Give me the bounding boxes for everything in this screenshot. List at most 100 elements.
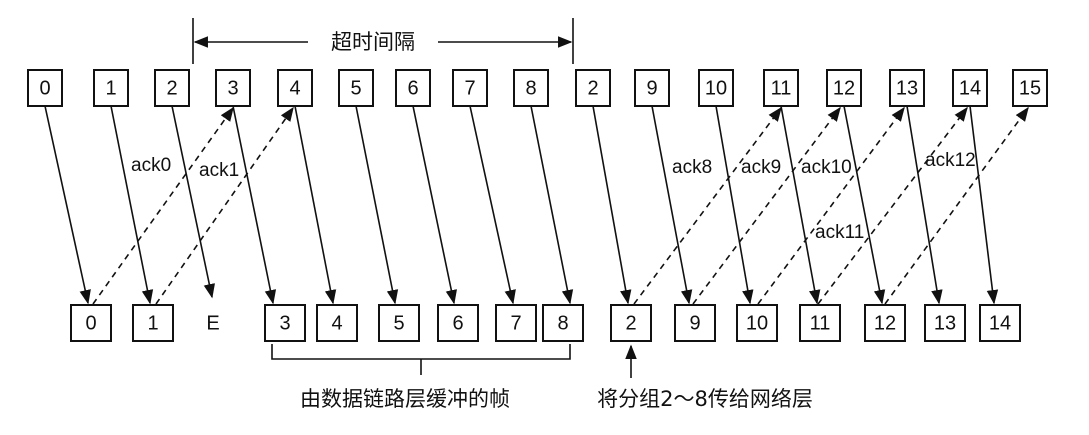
data-frame-arrow xyxy=(469,105,516,305)
sender-frame: 6 xyxy=(395,69,431,107)
receiver-frame: 14 xyxy=(979,304,1021,342)
ack-arrow xyxy=(817,106,968,305)
receiver-frame-label: 9 xyxy=(689,312,700,334)
frame-box xyxy=(864,304,906,342)
receiver-frame-label: 6 xyxy=(452,312,463,334)
receiver-frame: 12 xyxy=(864,304,906,342)
frame-box xyxy=(979,304,1021,342)
receiver-frame: 9 xyxy=(674,304,716,342)
sender-frame: 1 xyxy=(93,69,129,107)
sender-frame-label: 2 xyxy=(166,77,177,99)
data-frame-arrow xyxy=(906,105,943,305)
data-frame-arrow xyxy=(44,105,91,305)
receiver-frame: 11 xyxy=(799,304,841,342)
receiver-frame: 0 xyxy=(70,304,112,342)
sender-frame-label: 11 xyxy=(771,77,792,99)
sender-frame: 10 xyxy=(698,69,734,107)
ack-label: ack10 xyxy=(801,157,852,178)
sender-frame: 7 xyxy=(452,69,488,107)
data-frame-arrow xyxy=(969,105,999,305)
sender-frame-label: 8 xyxy=(525,77,536,99)
sender-frame-label: 9 xyxy=(646,77,657,99)
sender-frame: 5 xyxy=(338,69,374,107)
ack-arrow xyxy=(155,106,294,305)
frame-box xyxy=(495,304,537,342)
sender-frame-label: 10 xyxy=(705,77,727,99)
receiver-frame: 8 xyxy=(542,304,584,342)
receiver-frame: E xyxy=(206,312,219,334)
sender-frame: 2 xyxy=(575,69,611,107)
frame-box xyxy=(826,69,862,107)
data-frame-arrow xyxy=(530,105,574,305)
deliver-to-network-layer: 将分组2～8传给网络层 xyxy=(597,344,813,411)
frame-box xyxy=(93,69,129,107)
ack-arrow xyxy=(757,106,905,305)
frame-box xyxy=(575,69,611,107)
sender-frame: 4 xyxy=(277,69,313,107)
buffered-frames-bracket: 由数据链路层缓冲的帧 xyxy=(271,344,571,411)
receiver-frame: 13 xyxy=(924,304,966,342)
sender-frame: 14 xyxy=(952,69,988,107)
ack-arrow xyxy=(633,106,782,305)
sender-frame-label: 4 xyxy=(289,77,300,99)
receiver-frame: 10 xyxy=(736,304,778,342)
ack-arrow xyxy=(92,106,234,305)
receiver-frame-label: 14 xyxy=(989,312,1011,334)
frame-box xyxy=(452,69,488,107)
receiver-frame-label: 13 xyxy=(934,312,956,334)
frame-box xyxy=(437,304,479,342)
sender-frame: 12 xyxy=(826,69,862,107)
receiver-frame-label: 5 xyxy=(393,312,404,334)
receiver-frame: 4 xyxy=(316,304,358,342)
receiver-frame-label: 8 xyxy=(557,312,568,334)
frame-box xyxy=(799,304,841,342)
sender-frame: 3 xyxy=(215,69,251,107)
data-frame-arrow xyxy=(715,105,754,305)
ack-label: ack12 xyxy=(925,150,976,171)
sender-frame-label: 0 xyxy=(39,77,50,99)
frame-box xyxy=(698,69,734,107)
sender-frame: 11 xyxy=(763,69,799,107)
data-frame-arrow xyxy=(294,105,337,305)
sender-frame: 2 xyxy=(154,69,190,107)
data-frame-arrow xyxy=(592,105,632,305)
frame-box xyxy=(132,304,174,342)
data-frame-arrow xyxy=(412,105,457,305)
frame-box xyxy=(952,69,988,107)
frame-box xyxy=(316,304,358,342)
data-frame-arrow xyxy=(355,105,399,305)
frame-box xyxy=(378,304,420,342)
frame-box xyxy=(1012,69,1048,107)
sender-frame-label: 3 xyxy=(227,77,238,99)
data-frame-arrow xyxy=(171,105,215,299)
sender-frame: 0 xyxy=(27,69,63,107)
receiver-frame-label: 12 xyxy=(874,312,896,334)
ack-label: ack8 xyxy=(672,157,712,178)
frame-box xyxy=(154,69,190,107)
sender-frame-label: 14 xyxy=(959,77,981,99)
frame-box xyxy=(674,304,716,342)
data-frame-arrow xyxy=(110,105,154,305)
frame-box xyxy=(610,304,652,342)
buffered-frames-caption: 由数据链路层缓冲的帧 xyxy=(300,387,510,411)
frame-box xyxy=(634,69,670,107)
frame-box xyxy=(513,69,549,107)
sender-frame-label: 7 xyxy=(464,77,475,99)
frame-box xyxy=(277,69,313,107)
sender-frame: 15 xyxy=(1012,69,1048,107)
ack-label: ack0 xyxy=(131,155,171,176)
timeout-interval-bracket: 超时间隔 xyxy=(192,18,574,64)
receiver-frame-label: 4 xyxy=(331,312,342,334)
frame-box xyxy=(924,304,966,342)
frame-box xyxy=(264,304,306,342)
frame-box xyxy=(736,304,778,342)
sender-frame-label: 1 xyxy=(105,77,116,99)
ack-label: ack11 xyxy=(815,222,864,243)
deliver-caption: 将分组2～8传给网络层 xyxy=(597,387,813,411)
receiver-frame: 7 xyxy=(495,304,537,342)
frame-box xyxy=(763,69,799,107)
sender-frame-label: 5 xyxy=(350,77,361,99)
